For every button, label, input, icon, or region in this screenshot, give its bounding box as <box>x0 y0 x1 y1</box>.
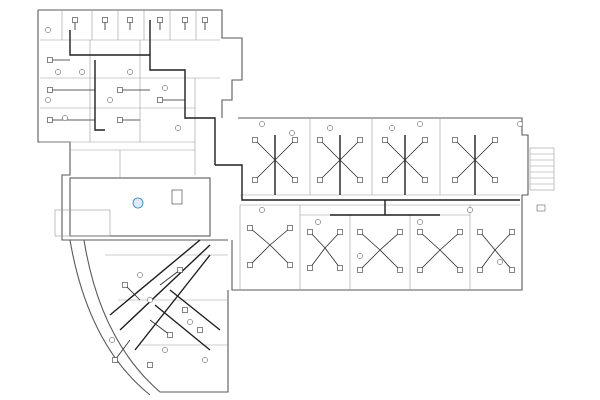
diffuser-symbol <box>452 137 458 143</box>
diffuser-symbol <box>317 177 323 183</box>
equipment-tag-symbol <box>55 69 61 75</box>
diffuser-symbol <box>422 137 428 143</box>
diffuser-symbol <box>417 267 423 273</box>
diffuser-symbol <box>147 362 153 368</box>
diffuser-symbol <box>337 265 343 271</box>
diffuser-symbol <box>492 177 498 183</box>
diffuser-symbol <box>417 229 423 235</box>
diffuser-symbol <box>337 229 343 235</box>
equipment-tag-symbol <box>497 259 503 265</box>
diffuser-symbol <box>117 87 123 93</box>
equipment-tag-symbol <box>109 337 115 343</box>
diffuser-symbol <box>197 327 203 333</box>
diffuser-symbol <box>307 229 313 235</box>
diffuser-symbol <box>457 229 463 235</box>
equipment-tag-symbol <box>417 219 423 225</box>
diffuser-symbol <box>182 307 188 313</box>
diffuser-symbol <box>292 177 298 183</box>
equipment-tag-symbol <box>107 97 113 103</box>
equipment-tag-symbol <box>259 121 265 127</box>
diffuser-symbol <box>477 229 483 235</box>
equipment-tag-symbol <box>45 27 51 33</box>
diffuser-symbol <box>167 332 173 338</box>
diffuser-symbol <box>72 17 78 23</box>
diffuser-symbol <box>47 87 53 93</box>
diffusers <box>47 17 515 368</box>
diffuser-symbol <box>117 117 123 123</box>
diffuser-symbol <box>509 267 515 273</box>
main-supply-ducts <box>69 20 520 351</box>
diffuser-symbol <box>252 137 258 143</box>
diffuser-symbol <box>247 262 253 268</box>
diffuser-symbol <box>157 97 163 103</box>
equipment-tag-symbol <box>162 347 168 353</box>
diffuser-symbol <box>47 117 53 123</box>
diffuser-symbol <box>157 17 163 23</box>
diffuser-symbol <box>47 57 53 63</box>
equipment-tag-symbol <box>187 319 193 325</box>
mechanical-unit <box>171 189 183 205</box>
diffuser-symbol <box>382 137 388 143</box>
equipment-tag-symbol <box>259 207 265 213</box>
diffuser-symbol <box>112 357 118 363</box>
diffuser-symbol <box>422 177 428 183</box>
equipment-tag-symbol <box>175 125 181 131</box>
equipment-tag-symbol <box>62 115 68 121</box>
branch-ducts <box>50 20 513 361</box>
diffuser-symbol <box>477 267 483 273</box>
diffuser-symbol <box>357 229 363 235</box>
diffuser-symbol <box>127 17 133 23</box>
equipment-tag-symbol <box>517 121 523 127</box>
diffuser-symbol <box>397 229 403 235</box>
equipment-tag-symbol <box>202 357 208 363</box>
equipment-tag-symbol <box>147 297 153 303</box>
equipment-tag-symbol <box>162 85 168 91</box>
diffuser-symbol <box>122 282 128 288</box>
equipment-tag-symbol <box>79 69 85 75</box>
diffuser-symbol <box>307 265 313 271</box>
equipment-tag-symbol <box>389 125 395 131</box>
diffuser-symbol <box>397 267 403 273</box>
diffuser-symbol <box>457 267 463 273</box>
diffuser-symbol <box>357 177 363 183</box>
air-handler-symbol <box>132 197 144 209</box>
diffuser-symbol <box>252 177 258 183</box>
diffuser-symbol <box>509 229 515 235</box>
diffuser-symbol <box>317 137 323 143</box>
diffuser-symbol <box>287 262 293 268</box>
diffuser-symbol <box>247 225 253 231</box>
equipment-tag-symbol <box>327 125 333 131</box>
diffuser-symbol <box>492 137 498 143</box>
diffuser-symbol <box>287 225 293 231</box>
roof-unit-tag <box>536 204 546 212</box>
building-walls <box>37 9 555 396</box>
diffuser-symbol <box>382 177 388 183</box>
diffuser-symbol <box>177 267 183 273</box>
diffuser-symbol <box>292 137 298 143</box>
equipment-tag-symbol <box>467 207 473 213</box>
diffuser-symbol <box>452 177 458 183</box>
equipment-tag-symbol <box>137 272 143 278</box>
equipment-tag-symbol <box>127 69 133 75</box>
diffuser-symbol <box>357 137 363 143</box>
equipment-tag-symbol <box>45 97 51 103</box>
equipment-tags <box>45 27 523 363</box>
diffuser-symbol <box>102 17 108 23</box>
diffuser-symbol <box>182 17 188 23</box>
diffuser-symbol <box>202 17 208 23</box>
diffuser-symbol <box>357 267 363 273</box>
equipment-tag-symbol <box>417 121 423 127</box>
equipment-tag-symbol <box>357 253 363 259</box>
equipment-tag-symbol <box>289 130 295 136</box>
equipment-tag-symbol <box>315 219 321 225</box>
